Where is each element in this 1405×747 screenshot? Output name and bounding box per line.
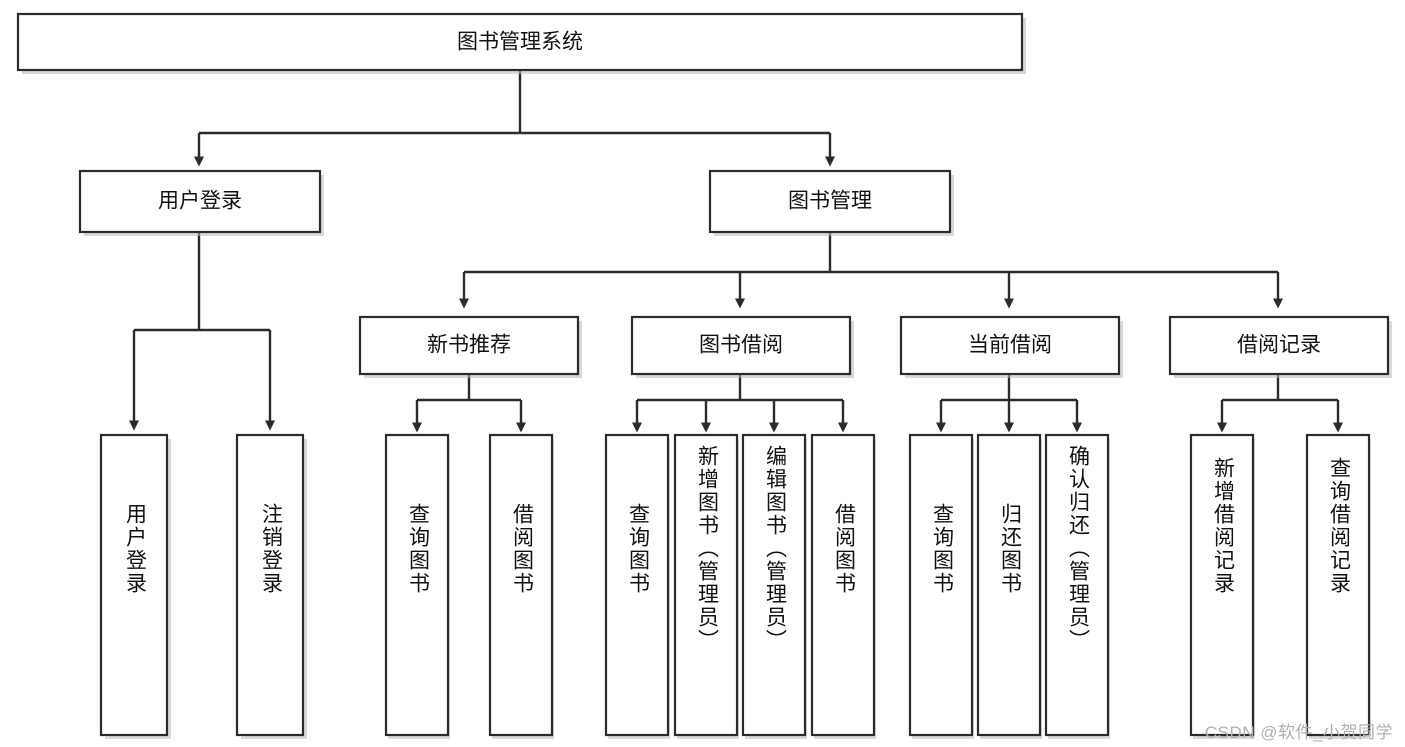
leaf-box-edit-book[interactable] — [741, 433, 807, 737]
leaf-box-return-book[interactable] — [976, 433, 1042, 737]
leaf-box-add-book[interactable] — [673, 433, 739, 737]
leaf-box-borrow-book-2[interactable] — [810, 433, 876, 737]
leaf-box-borrow-book-1[interactable] — [488, 433, 554, 737]
node-borrow-record-label: 借阅记录 — [1237, 334, 1321, 357]
node-current-borrow[interactable]: 当前借阅 — [899, 315, 1121, 376]
node-root-label: 图书管理系统 — [457, 31, 583, 54]
node-new-book-recommend-label: 新书推荐 — [427, 334, 511, 357]
csdn-watermark: CSDN @软件_小贺同学 — [1204, 723, 1393, 742]
node-current-borrow-label: 当前借阅 — [968, 334, 1052, 357]
leaf-box-logout-login[interactable] — [235, 433, 305, 737]
leaf-box-query-record[interactable] — [1305, 433, 1371, 737]
leaf-box-query-book-2[interactable] — [604, 433, 670, 737]
leaf-box-query-book-1[interactable] — [384, 433, 450, 737]
leaf-box-add-record[interactable] — [1189, 433, 1255, 737]
node-user-login[interactable]: 用户登录 — [78, 169, 322, 234]
node-book-borrow[interactable]: 图书借阅 — [630, 315, 852, 376]
node-book-management-label: 图书管理 — [788, 190, 872, 213]
leaf-box-confirm-return[interactable] — [1044, 433, 1110, 737]
node-borrow-record[interactable]: 借阅记录 — [1168, 315, 1390, 376]
node-book-management[interactable]: 图书管理 — [708, 169, 952, 234]
node-new-book-recommend[interactable]: 新书推荐 — [358, 315, 580, 376]
leaf-box-user-login[interactable] — [99, 433, 169, 737]
node-book-borrow-label: 图书借阅 — [699, 334, 783, 357]
node-user-login-label: 用户登录 — [158, 190, 242, 213]
connector-layer — [129, 70, 1343, 433]
node-layer: 图书管理系统 用户登录 图书管理 新书推荐 图书借阅 当前 — [16, 12, 1390, 737]
node-root[interactable]: 图书管理系统 — [16, 12, 1024, 72]
leaf-box-query-book-3[interactable] — [908, 433, 974, 737]
